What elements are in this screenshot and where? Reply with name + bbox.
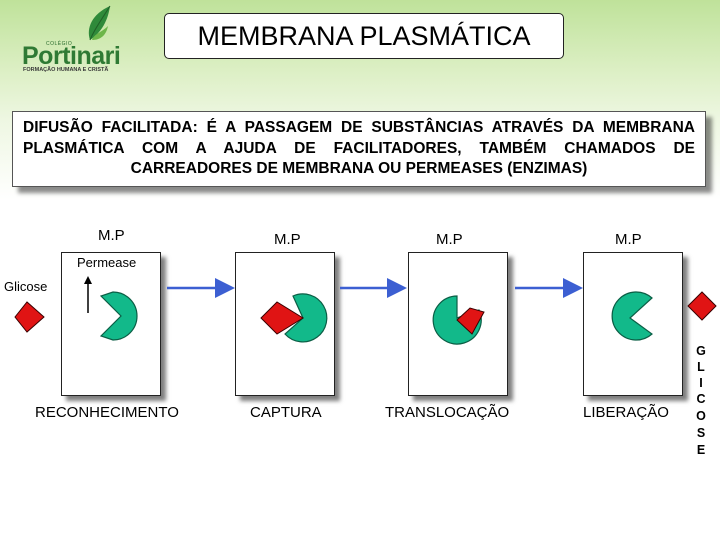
- membrane-label-1: M.P: [98, 227, 125, 244]
- stage-label-release: LIBERAÇÃO: [583, 404, 669, 421]
- membrane-label-2: M.P: [274, 231, 301, 248]
- glucose-label: Glicose: [4, 279, 48, 294]
- glucose-released-icon: [687, 291, 717, 321]
- membrane-label-4: M.P: [615, 231, 642, 248]
- glucose-molecule-icon: [14, 301, 45, 333]
- leaf-icon: [88, 5, 111, 41]
- membrane-label-3: M.P: [436, 231, 463, 248]
- side-letter: C: [696, 392, 706, 406]
- side-letter: I: [699, 376, 703, 390]
- description-box: DIFUSÃO FACILITADA: É A PASSAGEM DE SUBS…: [12, 111, 706, 187]
- logo-name: Portinari: [22, 42, 121, 70]
- side-letter: L: [697, 360, 705, 374]
- permease-icon-2: [284, 293, 328, 343]
- logo-tagline: FORMAÇÃO HUMANA E CRISTÃ: [23, 67, 109, 73]
- stage-label-translocation: TRANSLOCAÇÃO: [385, 404, 510, 421]
- logo-small-text: COLÉGIO: [46, 41, 73, 47]
- school-logo: COLÉGIO Portinari FORMAÇÃO HUMANA E CRIS…: [20, 4, 121, 73]
- permease-label: Permease: [77, 255, 137, 270]
- side-letter: O: [696, 409, 706, 423]
- glucose-translocated-icon: [456, 307, 485, 335]
- side-letter: S: [696, 426, 706, 440]
- stage-label-recognition: RECONHECIMENTO: [35, 404, 179, 421]
- glucose-captured-icon: [260, 301, 304, 335]
- page-title: MEMBRANA PLASMÁTICA: [164, 13, 564, 59]
- side-letter: G: [696, 344, 706, 358]
- permease-icon-4: [611, 291, 653, 341]
- side-letter: E: [696, 443, 706, 457]
- membrane-panel-recognition: [61, 252, 161, 396]
- permease-icon-1: [99, 291, 138, 341]
- stage-label-capture: CAPTURA: [250, 404, 322, 421]
